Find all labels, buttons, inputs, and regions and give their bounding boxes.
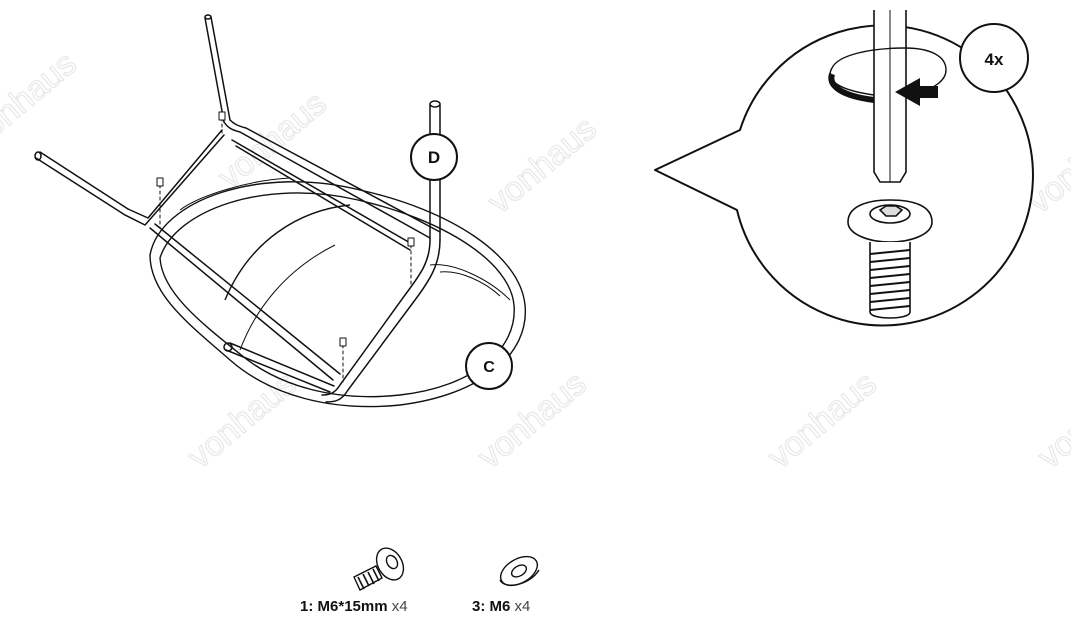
part-1-qty: x4 xyxy=(391,598,408,615)
part-1-sep: : xyxy=(308,598,318,615)
rotation-arrow-icon xyxy=(828,47,947,106)
part-caption-3: 3: M6 x4 xyxy=(472,598,530,615)
hex-key xyxy=(873,10,907,183)
steel-frame xyxy=(34,14,441,403)
callout-d: D xyxy=(410,133,458,181)
bolt-icon xyxy=(353,547,405,591)
seat-shell xyxy=(149,177,526,408)
part-3-id: 3 xyxy=(472,598,481,615)
watermark-3: vonhaus xyxy=(481,109,604,221)
part-3-sep: : xyxy=(480,598,490,615)
watermark-8: vonhaus xyxy=(761,364,884,476)
watermark-9: vonhaus xyxy=(1031,364,1071,476)
watermark-1: vonhaus xyxy=(0,44,84,156)
screw-m6 xyxy=(847,199,933,319)
screw-markers xyxy=(156,111,415,383)
part-1-id: 1 xyxy=(300,598,309,615)
callout-c-label: C xyxy=(483,359,495,376)
part-caption-1: 1: M6*15mm x4 xyxy=(300,598,408,615)
part-3-qty: x4 xyxy=(514,598,531,615)
zoom-bubble: 4x xyxy=(654,10,1034,327)
part-3-spec: M6 xyxy=(489,598,511,615)
washer-icon xyxy=(499,555,540,587)
part-1-spec: M6*15mm xyxy=(317,598,388,615)
multiplier-badge: 4x xyxy=(959,23,1029,93)
callout-c: C xyxy=(465,342,513,390)
multiplier-label: 4x xyxy=(985,50,1004,69)
callout-d-label: D xyxy=(428,148,440,167)
